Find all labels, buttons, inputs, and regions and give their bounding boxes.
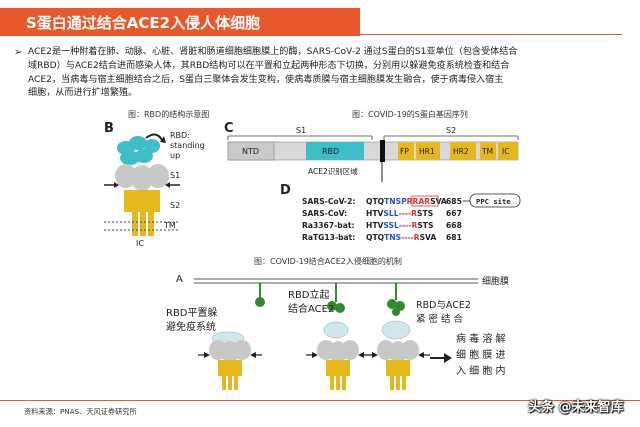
fig-a-mechanism: A 细胞膜 RBD平置躲 避免疫系统 RBD立起 结合ACE2 RBD与ACE2… xyxy=(166,274,509,390)
fig-a-letter: A xyxy=(176,274,183,285)
fig-c-letter: C xyxy=(224,121,234,136)
alignment-num: 668 xyxy=(446,221,462,230)
ppc-site-badge xyxy=(469,193,521,208)
rbd-lobe xyxy=(120,151,140,165)
alignment-name: SARS-CoV: xyxy=(302,209,347,218)
s2-stalk xyxy=(140,212,146,236)
bullet-arrow-icon: ➢ xyxy=(14,47,23,58)
header-rule xyxy=(360,34,622,35)
ace2-region-label: ACE2识别区域 xyxy=(308,166,358,176)
ppc-highlight-box xyxy=(411,195,439,207)
segment-hr2-label: HR2 xyxy=(453,147,469,156)
compress-arrow-icon xyxy=(165,182,170,188)
ic-label: IC xyxy=(136,239,144,248)
result-label: 细 胞 膜 进 xyxy=(456,348,506,361)
segment-rbd-label: RBD xyxy=(322,147,339,156)
fig-d-sequence-alignment: D SARS-CoV-2: QTQTNSPRRARSVA 685 SARS-Co… xyxy=(280,183,521,242)
ace2-receptor xyxy=(255,283,265,307)
segment-hr1 xyxy=(416,142,440,160)
s2-domain xyxy=(124,190,160,212)
fig-b-caption: 图：RBD的结构示意图 xyxy=(128,110,210,119)
fig-c-gene-sequence: C S1 S2 NTD RBD FP HR1 HR2 TM IC ACE2识别区… xyxy=(224,121,519,182)
spike-protein xyxy=(366,320,430,390)
s1-domain xyxy=(131,165,153,191)
membrane-label: 细胞膜 xyxy=(482,275,509,287)
page-title: S蛋白通过结合ACE2入侵人体细胞 xyxy=(26,14,261,32)
intro-paragraph: ➢ ACE2是一种附着在肺、动脉、心脏、肾脏和肠道细胞细胞膜上的酶，SARS-C… xyxy=(14,46,588,101)
tm-label: TM xyxy=(163,221,176,230)
result-arrow-icon xyxy=(444,353,452,363)
spike-protein xyxy=(198,331,262,390)
title-bar: S蛋白通过结合ACE2入侵人体细胞 xyxy=(0,8,360,36)
source-note: 资料来源：PNAS、天风证券研究所 xyxy=(24,407,137,416)
watermark: 头条 @未来智库 xyxy=(528,400,624,415)
segment-ic xyxy=(498,142,518,160)
paragraph-line: ACE2是一种附着在肺、动脉、心脏、肾脏和肠道细胞细胞膜上的酶，SARS-CoV… xyxy=(28,47,518,57)
paragraph-line: ACE2，当病毒与宿主细胞结合之后，S蛋白三聚体会发生变构，使病毒质膜与宿主细胞… xyxy=(28,74,504,85)
segment-ntd xyxy=(227,141,275,161)
paragraph-line: 域RBD）与ACE2结合进而感染人体，其RBD结构可以在平置和立起两种形态下切换… xyxy=(28,60,510,71)
step2-label: 结合ACE2 xyxy=(288,302,334,315)
ace2-receptor xyxy=(387,283,405,316)
fig-b-rbd-structure: B RBD: standing up S1 S2 TM IC xyxy=(104,121,205,248)
alignment-seq: HTVSLL----RSTS xyxy=(366,209,433,218)
alignment-num: 667 xyxy=(446,209,462,218)
s2-stalk xyxy=(132,212,138,236)
s2-stalk xyxy=(148,212,154,236)
segment-tm-label: TM xyxy=(481,147,493,156)
segment-ic-label: IC xyxy=(502,147,509,156)
segment-fp-label: FP xyxy=(400,147,409,156)
fig-a-caption: 图：COVID-19结合ACE2入侵细胞的机制 xyxy=(254,257,402,266)
s1-label: S1 xyxy=(170,171,180,180)
rbd-label: up xyxy=(170,151,180,160)
fig-d-letter: D xyxy=(280,183,291,198)
fig-b-letter: B xyxy=(104,121,114,136)
alignment-seq: QTQTNSPRRARSVA xyxy=(366,197,447,206)
ace2-receptor xyxy=(327,283,345,313)
step2-label: RBD立起 xyxy=(288,288,330,301)
segment-fp xyxy=(398,142,414,160)
result-label: 病 毒 溶 解 xyxy=(456,332,506,345)
s1-domain xyxy=(115,164,137,188)
segment-tm xyxy=(480,142,496,160)
rbd-lobe xyxy=(135,149,153,163)
rotation-arrow-icon xyxy=(145,133,163,141)
s2-label: S2 xyxy=(170,201,180,210)
step1-label: 避免疫系统 xyxy=(166,320,216,333)
step3-label: 紧 密 结 合 xyxy=(416,313,464,325)
s1-span-label: S1 xyxy=(296,126,306,135)
paragraph-line: 细胞，从而进行扩增繁殖。 xyxy=(28,88,138,99)
footer-rule xyxy=(0,400,640,401)
alignment-num: 681 xyxy=(446,233,462,242)
segment-hr2 xyxy=(450,142,476,160)
alignment-num: 685 xyxy=(446,197,462,206)
alignment-name: Ra3367-bat: xyxy=(302,221,355,230)
alignment-seq: QTQTNS----RSVA xyxy=(366,233,436,242)
cleavage-site xyxy=(380,140,385,162)
compress-arrow-icon xyxy=(114,182,119,188)
arrow-head-icon xyxy=(160,136,166,143)
rbd-lobe xyxy=(144,139,160,153)
alignment-name: RaTG13-bat: xyxy=(302,233,355,242)
fig-c-caption: 图：COVID-19的S蛋白基因序列 xyxy=(352,110,468,119)
rbd-label: standing xyxy=(170,141,205,150)
segment-ntd-label: NTD xyxy=(242,147,259,156)
s2-span-label: S2 xyxy=(446,126,456,135)
segment-hr1-label: HR1 xyxy=(419,147,435,156)
rbd-label: RBD: xyxy=(170,131,190,140)
s1-domain xyxy=(147,164,169,188)
alignment-seq: HTVSSL----RSTS xyxy=(366,221,433,230)
spike-protein xyxy=(306,321,370,390)
rbd-lobe xyxy=(129,136,147,150)
ppc-site-label: PPC site xyxy=(476,197,511,206)
segment-rbd xyxy=(306,142,364,160)
step1-label: RBD平置躲 xyxy=(166,306,218,319)
alignment-name: SARS-CoV-2: xyxy=(302,197,355,206)
step3-label: RBD与ACE2 xyxy=(416,300,471,311)
header: S蛋白通过结合ACE2入侵人体细胞 xyxy=(0,0,640,38)
result-label: 入 细 胞 内 xyxy=(456,364,506,377)
